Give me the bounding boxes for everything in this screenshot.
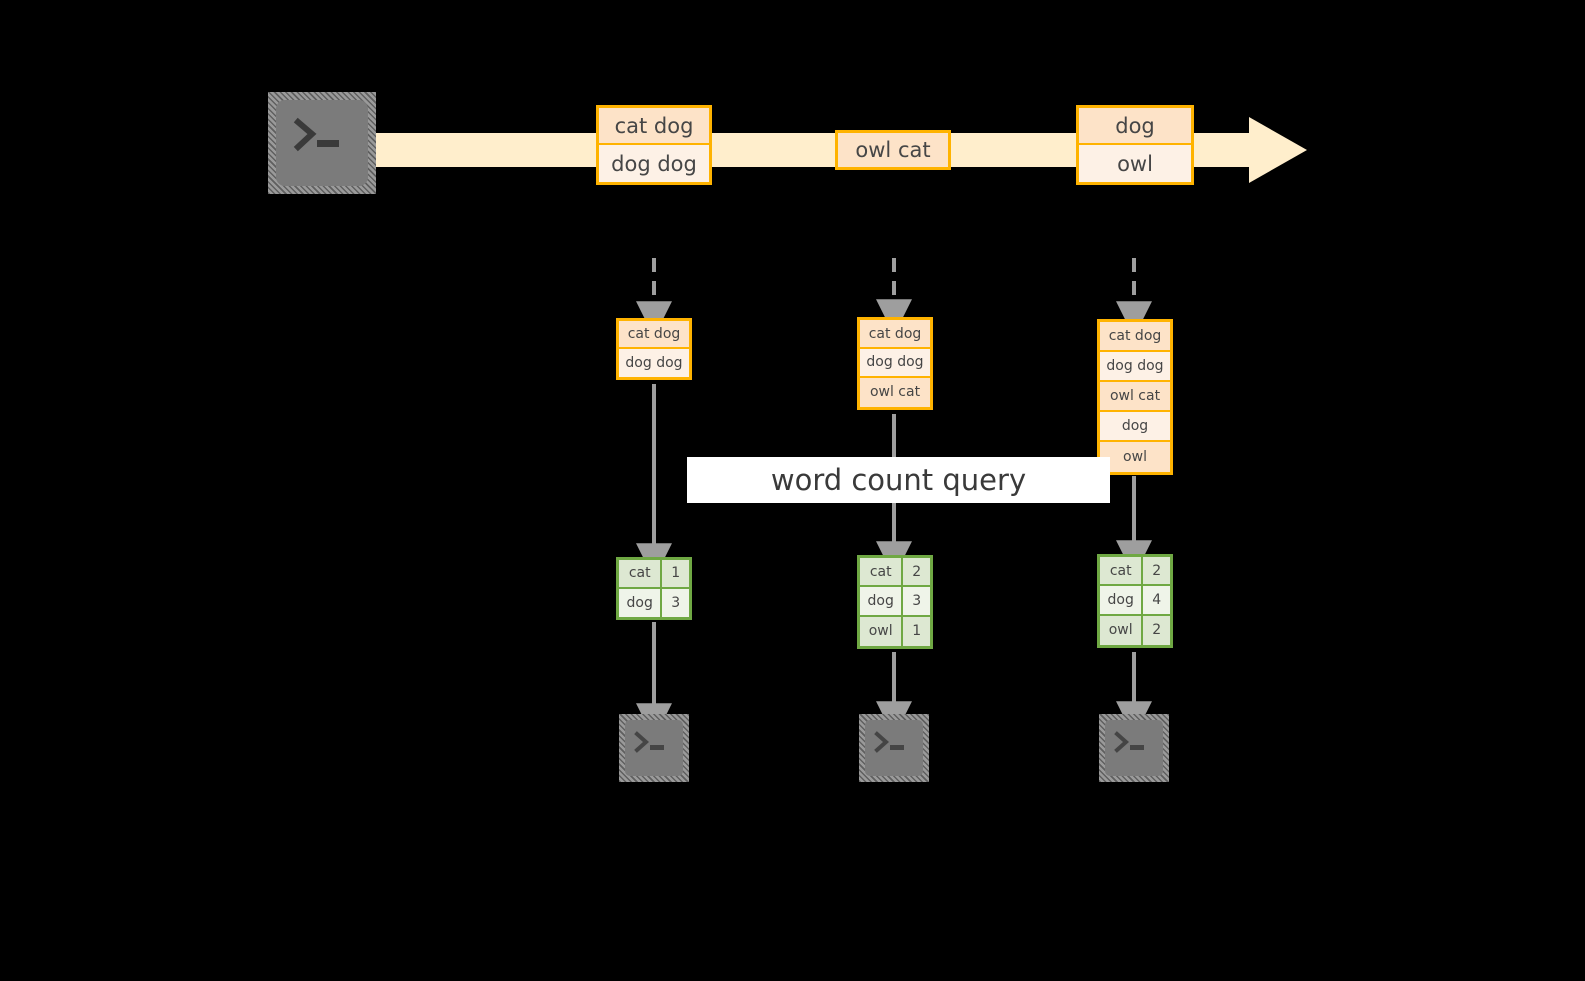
result-2-word-3: owl	[860, 616, 904, 646]
source-terminal-prompt-icon	[293, 117, 339, 152]
snapshot-3-records[interactable]: cat dog dog dog owl cat dog owl	[1097, 319, 1173, 475]
stream-record-1-line-1: cat dog	[599, 108, 709, 145]
stream-record-3[interactable]: dog owl	[1076, 105, 1194, 185]
result-table-3[interactable]: cat 2 dog 4 owl 2	[1097, 554, 1173, 648]
snapshot-2-line-2: dog dog	[860, 349, 930, 378]
result-table-1[interactable]: cat 1 dog 3	[616, 557, 692, 620]
snapshot-3-line-5: owl	[1100, 442, 1170, 472]
result-1-word-2: dog	[619, 588, 663, 617]
result-1-count-1: 1	[662, 560, 689, 587]
table-row: owl 1	[860, 616, 930, 646]
result-3-word-3: owl	[1100, 615, 1144, 645]
sink-terminal-prompt-icon-1	[634, 731, 664, 753]
stream-record-1[interactable]: cat dog dog dog	[596, 105, 712, 185]
snapshot-1-line-1: cat dog	[619, 321, 689, 349]
result-1-word-1: cat	[619, 560, 663, 587]
source-terminal-icon[interactable]	[268, 92, 376, 194]
table-row: dog 4	[1100, 586, 1170, 616]
result-3-count-1: 2	[1143, 557, 1170, 585]
result-2-word-2: dog	[860, 587, 904, 615]
snapshot-3-line-3: owl cat	[1100, 382, 1170, 412]
stream-band-arrowhead	[1249, 117, 1307, 183]
snapshot-2-records[interactable]: cat dog dog dog owl cat	[857, 317, 933, 410]
table-row: cat 2	[860, 558, 930, 588]
result-2-count-1: 2	[903, 558, 930, 586]
table-row: dog 3	[619, 588, 689, 617]
result-table-2[interactable]: cat 2 dog 3 owl 1	[857, 555, 933, 649]
table-row: owl 2	[1100, 615, 1170, 645]
result-2-count-2: 3	[903, 587, 930, 615]
query-label-text: word count query	[770, 463, 1027, 497]
table-row: cat 2	[1100, 557, 1170, 587]
table-row: cat 1	[619, 560, 689, 589]
result-2-word-1: cat	[860, 558, 904, 586]
sink-terminal-icon-2[interactable]	[859, 714, 929, 782]
snapshot-1-line-2: dog dog	[619, 349, 689, 377]
stream-record-3-line-1: dog	[1079, 108, 1191, 145]
snapshot-3-line-1: cat dog	[1100, 322, 1170, 352]
query-label-band: word count query	[687, 457, 1110, 503]
result-3-count-3: 2	[1143, 615, 1170, 645]
result-2-count-3: 1	[903, 616, 930, 646]
stream-record-2-line-1: owl cat	[838, 133, 948, 167]
snapshot-1-records[interactable]: cat dog dog dog	[616, 318, 692, 380]
sink-terminal-icon-3[interactable]	[1099, 714, 1169, 782]
result-3-word-2: dog	[1100, 586, 1144, 614]
result-3-count-2: 4	[1143, 586, 1170, 614]
sink-terminal-icon-1[interactable]	[619, 714, 689, 782]
snapshot-3-line-4: dog	[1100, 412, 1170, 442]
snapshot-2-line-3: owl cat	[860, 377, 930, 407]
table-row: dog 3	[860, 587, 930, 617]
snapshot-3-line-2: dog dog	[1100, 352, 1170, 382]
result-3-word-1: cat	[1100, 557, 1144, 585]
sink-terminal-prompt-icon-2	[874, 731, 904, 753]
snapshot-2-line-1: cat dog	[860, 320, 930, 349]
sink-terminal-prompt-icon-3	[1114, 731, 1144, 753]
stream-record-2[interactable]: owl cat	[835, 130, 951, 170]
stream-record-1-line-2: dog dog	[599, 145, 709, 182]
stream-record-3-line-2: owl	[1079, 145, 1191, 182]
result-1-count-2: 3	[662, 588, 689, 617]
